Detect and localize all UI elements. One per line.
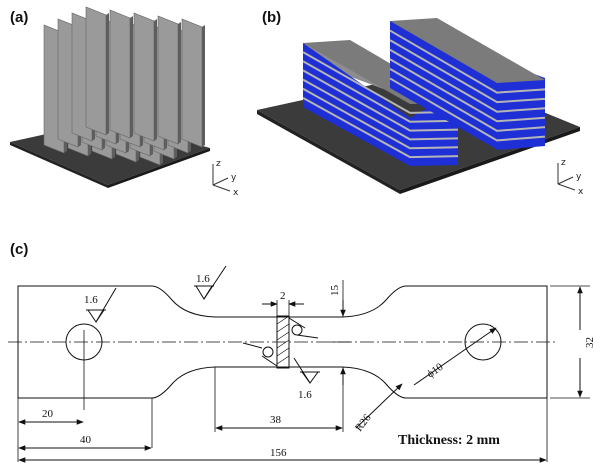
layer-stripe [302, 60, 459, 123]
roughness-label-1: 1.6 [84, 294, 98, 306]
fin-edge [106, 13, 109, 135]
panel-b-label: (b) [262, 9, 281, 26]
thickness-note: Thickness: 2 mm [398, 433, 500, 448]
layer-stripe [302, 78, 459, 141]
gauge-length-label: 38 [270, 414, 282, 426]
layer-stripe [302, 69, 459, 132]
overall-height-label: 32 [584, 337, 596, 348]
roughness-label-2: 1.6 [196, 273, 210, 285]
panel-a-model [10, 6, 210, 188]
hole-offset-label: 20 [42, 408, 54, 420]
panel-c-label: (c) [10, 241, 28, 258]
fillet-radius-label: R26 [353, 412, 374, 434]
fin-edge [178, 22, 181, 144]
fin-wall [157, 15, 179, 145]
specimen-drawing [8, 265, 590, 463]
fin-wall [109, 9, 131, 139]
block-right [389, 18, 546, 150]
hole-right [464, 323, 502, 361]
layer-stripe [389, 39, 546, 104]
layer-stripe [302, 87, 459, 150]
axis-z-label: z [216, 159, 221, 169]
neck-offset-label: 15 [329, 285, 341, 297]
weld-strip [276, 315, 290, 369]
thin-wall-fins [43, 6, 205, 166]
layer-stripe [389, 58, 546, 123]
fin-edge [154, 19, 157, 141]
overall-length-label: 156 [270, 447, 287, 459]
roughness-label-3: 1.6 [298, 389, 312, 401]
layer-stripe [302, 96, 459, 159]
axis-triad-b: z y x [557, 158, 584, 197]
fin-wall [181, 18, 203, 148]
fin-edge [130, 16, 133, 138]
axis-x-label: x [233, 188, 239, 198]
panel-a-label: (a) [10, 9, 28, 26]
layer-stripe [389, 67, 546, 132]
panel-b-model [257, 18, 580, 194]
axis-y-label-b: y [576, 172, 582, 182]
axis-z-label-b: z [561, 158, 566, 168]
layer-stripe [389, 29, 546, 94]
fin-edge [202, 25, 205, 147]
axis-y-label: y [231, 173, 237, 183]
layer-stripe [389, 77, 546, 142]
weld-width-label: 2 [280, 290, 286, 302]
axis-x-label-b: x [578, 187, 584, 197]
axis-triad-a: z y x [212, 159, 239, 198]
hole-diameter-label: ϕ10 [425, 361, 446, 381]
shoulder-length-label: 40 [80, 434, 92, 446]
fin-wall [133, 12, 155, 142]
layer-stripe [389, 48, 546, 113]
fin-wall [85, 6, 107, 136]
